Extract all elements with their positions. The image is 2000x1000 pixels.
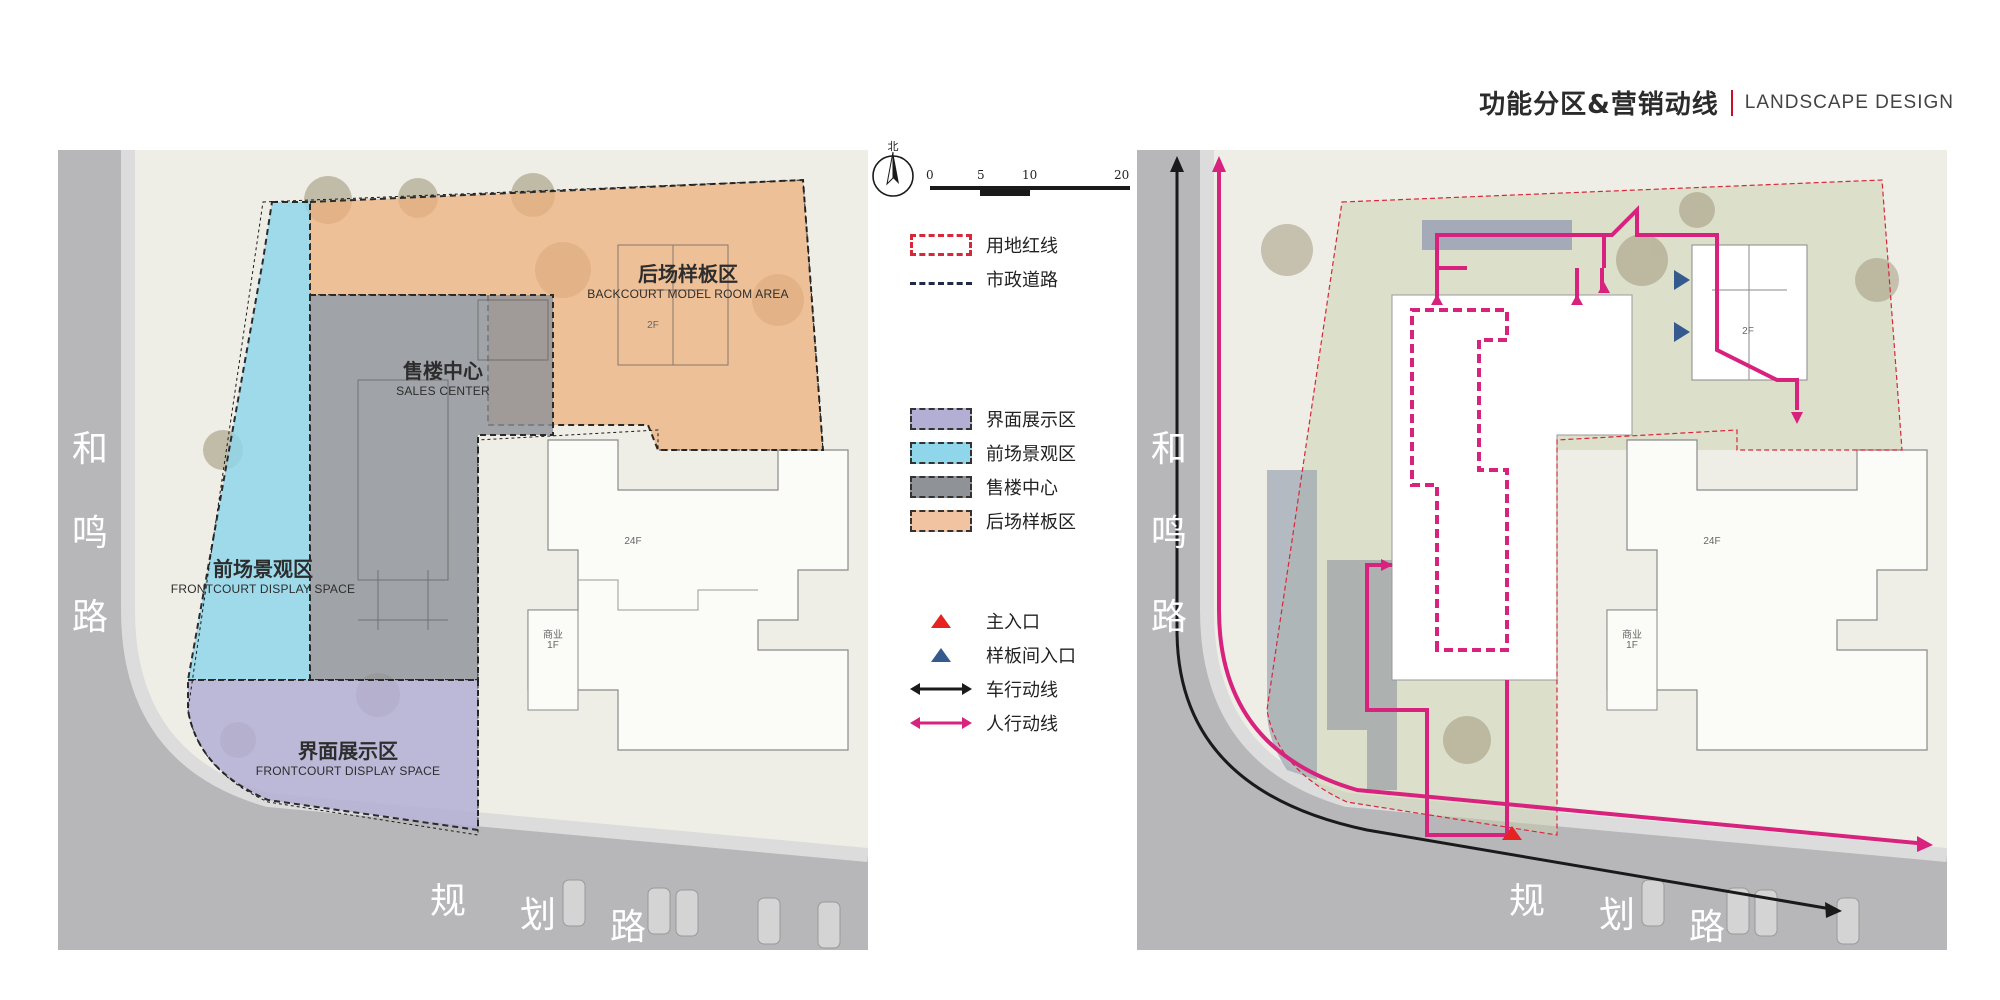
site-line-swatch	[910, 234, 972, 256]
legend-item-municipal-road: 市政道路	[910, 262, 1058, 296]
road-label-h-2: 划	[520, 895, 557, 936]
outer-pedestrian-route	[1217, 160, 1928, 846]
model-floors: 2F	[1742, 326, 1754, 337]
legend-item-main-entrance: 主入口	[910, 604, 1076, 638]
model-floors: 2F	[647, 320, 659, 331]
zoning-plan: 和 鸣 路 规 划 路 后场样板区 BACKCOURT MODEL ROOM A…	[58, 150, 868, 950]
shop-name: 商业	[1622, 630, 1642, 641]
zone-swatch	[910, 510, 972, 532]
label-interface: 界面展示区 FRONTCOURT DISPLAY SPACE	[255, 739, 441, 778]
shop-floors: 1F	[547, 640, 559, 651]
reflecting-pool	[1327, 560, 1397, 790]
vehicle-arrowheads	[1170, 156, 1842, 918]
tower-floors: 24F	[1703, 536, 1721, 547]
label-frontcourt: 前场景观区 FRONTCOURT DISPLAY SPACE	[170, 557, 356, 596]
main-entrance-marker	[1502, 826, 1522, 840]
page-title: 功能分区&营销动线	[1479, 90, 1719, 120]
tower-inner-outline	[578, 579, 758, 611]
legend-item-frontcourt: 前场景观区	[910, 436, 1076, 470]
road-label-vertical: 和 鸣 路	[71, 429, 108, 638]
legend-item-backcourt: 后场样板区	[910, 504, 1076, 538]
water-feature	[1267, 470, 1317, 780]
page-header: 功能分区&营销动线 LANDSCAPE DESIGN	[1479, 84, 1954, 121]
site-boundary	[187, 179, 824, 836]
scale-tick: 0	[926, 168, 934, 182]
road-label-h-1: 规	[430, 881, 467, 922]
magenta-double-arrow-icon	[910, 712, 972, 734]
zone-frontcourt	[186, 201, 311, 681]
sidewalk	[1200, 150, 1947, 862]
scale-tick: 10	[1022, 168, 1038, 182]
municipal-line-swatch	[910, 273, 972, 285]
floor-plan-lines	[357, 244, 729, 630]
page-subtitle: LANDSCAPE DESIGN	[1744, 91, 1954, 113]
road-surface	[1137, 150, 1947, 950]
road-label-h-2: 划	[1599, 895, 1636, 936]
zone-interface	[187, 679, 479, 832]
legend-zones: 界面展示区 前场景观区 售楼中心 后场样板区	[910, 402, 1076, 538]
north-arrow-icon: 北	[868, 138, 918, 202]
scale-tick: 20	[1114, 168, 1130, 182]
label-backcourt: 后场样板区 BACKCOURT MODEL ROOM AREA	[587, 262, 789, 301]
parked-cars	[562, 879, 841, 949]
road-label-h-3: 路	[610, 907, 647, 948]
outer-route-arrowheads	[1212, 156, 1933, 852]
blue-triangle-icon	[910, 644, 972, 666]
scale-bar: 0 5 10 20	[926, 168, 1130, 198]
road-label-h-3: 路	[1689, 907, 1726, 948]
tree-canopies	[1261, 192, 1899, 764]
tower-floors: 24F	[624, 536, 642, 547]
sidewalk	[121, 150, 868, 862]
legend-item-interface: 界面展示区	[910, 402, 1076, 436]
pedestrian-arrowheads	[1381, 282, 1803, 571]
legend-item-vehicle-route: 车行动线	[910, 672, 1076, 706]
road-label-vertical: 和 鸣 路	[1150, 429, 1187, 638]
shop-name: 商业	[543, 630, 563, 641]
circulation-plan-drawing	[1137, 150, 1947, 950]
legend-item-sales: 售楼中心	[910, 470, 1076, 504]
model-house-lines	[1712, 245, 1787, 380]
scale-tick: 5	[977, 168, 985, 182]
legend-item-model-entrance: 样板间入口	[910, 638, 1076, 672]
site-red-line	[1266, 179, 1903, 836]
road-surface	[58, 150, 868, 950]
parked-cars	[1641, 879, 1860, 945]
black-double-arrow-icon	[910, 678, 972, 700]
zone-swatch	[910, 408, 972, 430]
legend-item-pedestrian-route: 人行动线	[910, 706, 1076, 740]
circulation-plan: 和 鸣 路 规 划 路 24F 商业 1F 2F	[1137, 150, 1947, 950]
legend-symbols: 主入口 样板间入口 车行动线 人行动线	[910, 604, 1076, 740]
shop-building	[527, 609, 579, 711]
title-divider	[1730, 89, 1733, 116]
shop-building	[1606, 609, 1658, 711]
road-label-h-1: 规	[1509, 881, 1546, 922]
zone-swatch	[910, 476, 972, 498]
vehicle-route	[1175, 160, 1838, 912]
zoning-plan-drawing	[58, 150, 868, 950]
sales-building	[1391, 294, 1633, 681]
legend-lines: 用地红线 市政道路	[910, 228, 1058, 296]
compass-label: 北	[887, 140, 899, 153]
red-triangle-icon	[910, 610, 972, 632]
shop-floors: 1F	[1626, 640, 1638, 651]
legend-item-site-line: 用地红线	[910, 228, 1058, 262]
model-room-entrance-markers	[1674, 270, 1690, 342]
zone-swatch	[910, 442, 972, 464]
label-sales-center: 售楼中心 SALES CENTER	[396, 359, 490, 398]
